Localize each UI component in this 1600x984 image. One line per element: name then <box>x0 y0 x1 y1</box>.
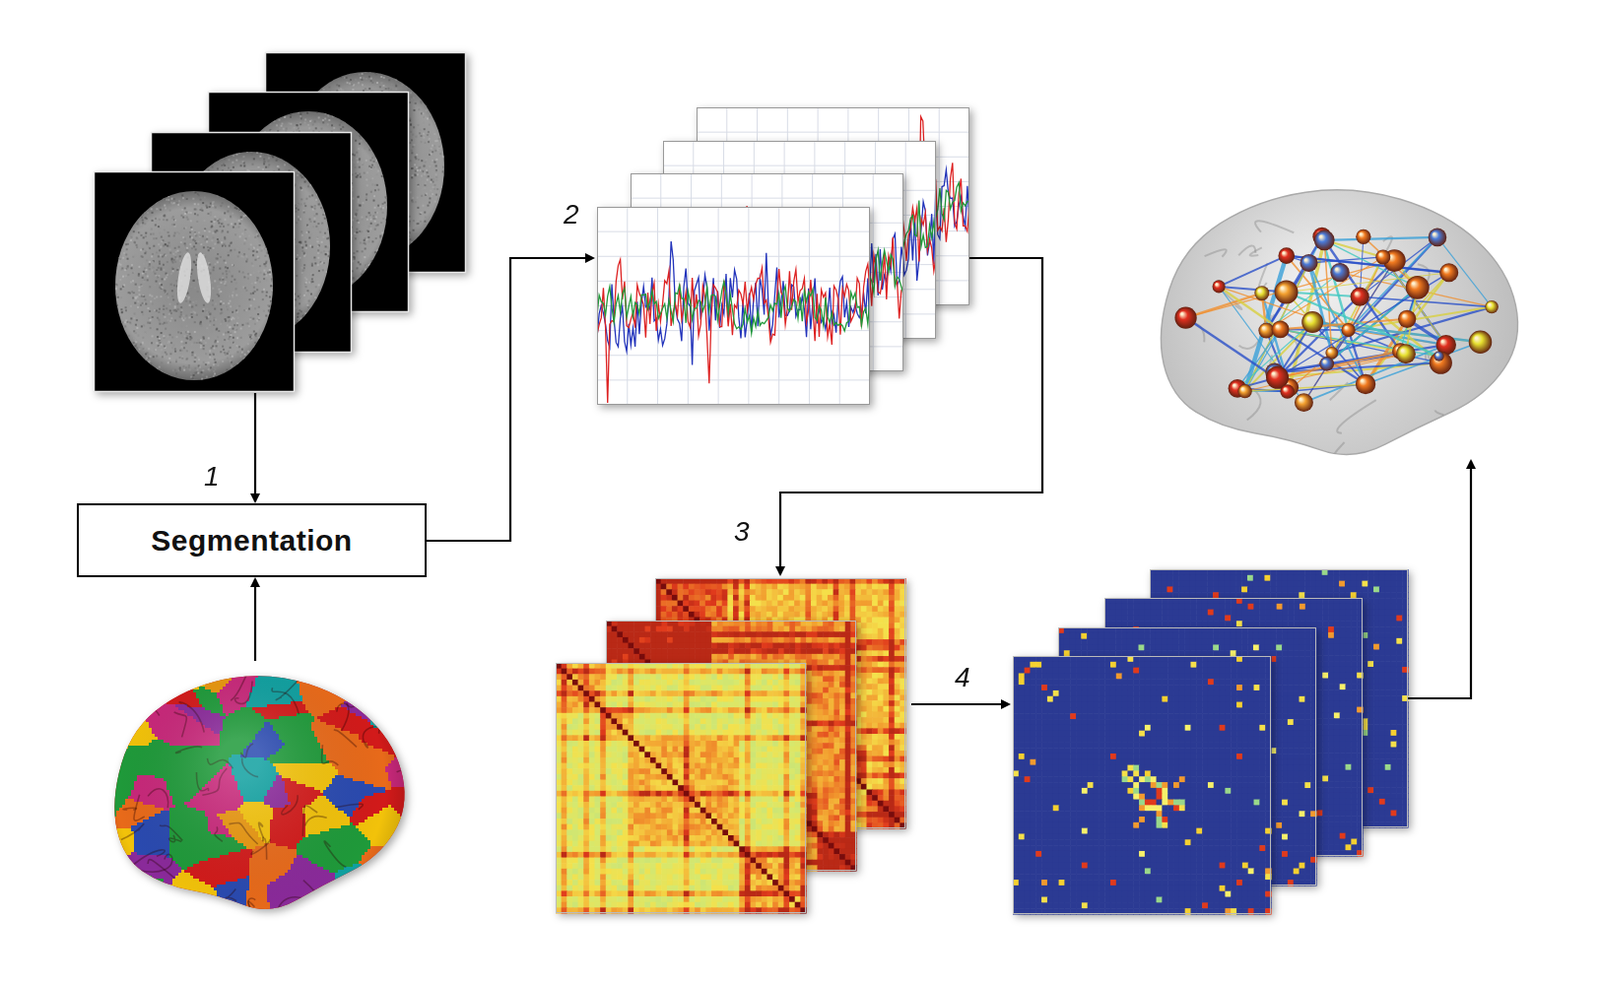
step-number: 3 <box>733 516 750 548</box>
flow-arrow <box>780 258 1043 575</box>
box-label: Segmentation <box>150 524 352 558</box>
flow-arrow <box>254 579 257 662</box>
step-number: 2 <box>563 199 580 231</box>
flow-arrow <box>426 258 594 541</box>
step-number: 1 <box>203 461 220 493</box>
step-number: 4 <box>954 662 971 694</box>
flow-arrow <box>911 703 1009 706</box>
process-box: Segmentation <box>76 503 427 578</box>
flow-arrow <box>254 393 257 502</box>
flow-arrow <box>1407 461 1471 699</box>
